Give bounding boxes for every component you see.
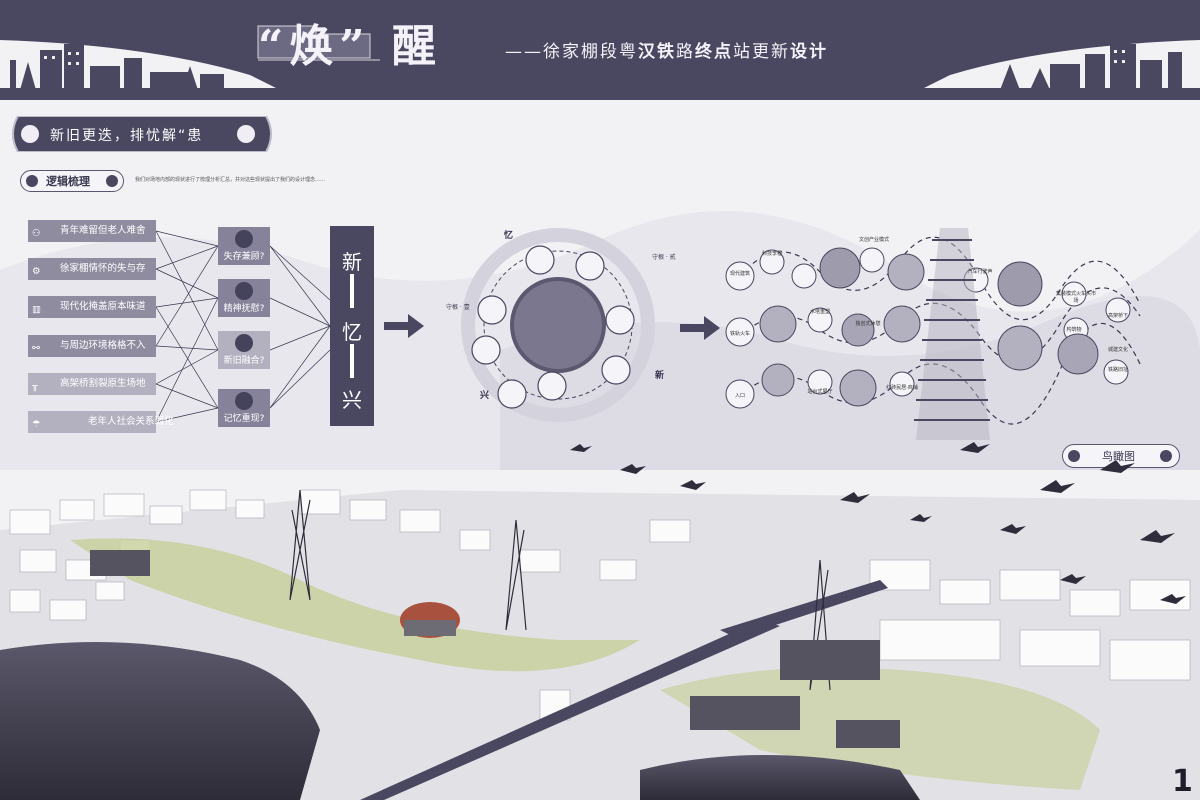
node-label: 集装模式火车头市场: [1056, 291, 1097, 304]
question-box: 新旧融合?: [218, 331, 270, 369]
diagram-label-yi: 忆: [504, 231, 514, 241]
node-label: 城建文化: [1107, 347, 1128, 353]
logic-connectors: [155, 230, 331, 423]
main-title: “焕” 醒: [258, 21, 442, 72]
snowflake-icon: [235, 282, 253, 300]
flower-ornament-icon: [106, 175, 118, 187]
arrow-right-icon: [384, 314, 424, 338]
diagram-label-xin: 新: [655, 371, 665, 381]
arrow-up-icon: [350, 274, 354, 308]
birdseye-label: 鸟瞰图: [1102, 450, 1135, 463]
swirl-icon: [235, 230, 253, 248]
bird-icon: [570, 442, 1186, 604]
node-label: 铁路旧址: [1107, 367, 1128, 373]
swirl-icon: [235, 334, 253, 352]
page-number: 1: [1172, 764, 1193, 799]
issue-item: ▥现代化掩盖原本味道: [28, 296, 156, 318]
flower-ornament-icon: [26, 175, 38, 187]
node-label: 构筑物: [1066, 327, 1082, 333]
node-label: 入口: [734, 393, 745, 399]
city-icon: ▥: [32, 304, 41, 315]
concept-bar: [330, 226, 374, 426]
node-label: 铁轨火车: [729, 331, 750, 337]
birds-flock: [570, 442, 1186, 604]
people-icon: ⚇: [32, 228, 41, 239]
concept-memory: 忆: [342, 320, 362, 344]
node-label: 站台式展厅: [807, 389, 833, 395]
railway-track-icon: [914, 228, 990, 440]
flower-ornament-icon: [1160, 450, 1172, 462]
issue-item: ☂老年人社会关系弱化: [28, 411, 174, 433]
logic-label: 逻辑梳理: [46, 175, 90, 188]
node-label: 高架桥下: [1107, 313, 1128, 319]
section-banner: [12, 116, 272, 152]
arrow-up-icon: [350, 344, 354, 378]
node-label: 独创式休憩: [855, 321, 881, 327]
train-icon: ⚙: [32, 266, 41, 277]
memory-circle-diagram: [461, 228, 655, 422]
bridge-icon: ╥: [32, 381, 38, 392]
design-network-diagram: [725, 228, 1141, 440]
flower-ornament-icon: [1068, 450, 1080, 462]
node-label: 汽车行驶声: [967, 269, 993, 275]
node-label: 红砖民居·商铺: [886, 385, 918, 391]
section-title: 新旧更迭，排忧解“患: [50, 128, 204, 144]
header-banner: [0, 0, 1200, 100]
link-icon: ⚯: [32, 343, 40, 354]
node-label: 现代建筑: [729, 271, 750, 277]
memory-icon: [235, 392, 253, 410]
issue-item: ╥高架桥割裂原生场地: [28, 373, 156, 395]
question-box: 记忆重现?: [218, 389, 270, 427]
diagram-label-xing: 兴: [480, 391, 490, 401]
concept-rise: 兴: [342, 388, 362, 412]
node-label: 科技李程: [761, 251, 782, 257]
issue-item: ⚇青年难留但老人难舍: [28, 220, 156, 242]
subtitle: ——徐家棚段粤汉铁路终点站更新设计: [505, 42, 828, 62]
diagram-left-tag: 守根 · 壹: [446, 304, 470, 311]
issue-item: ⚯与周边环境格格不入: [28, 335, 156, 357]
aerial-view-illustration: [0, 489, 1200, 800]
question-box: 失存兼顾?: [218, 227, 270, 265]
node-label: 文创产业模式: [858, 237, 889, 243]
question-box: 精神抚慰?: [218, 279, 270, 317]
elder-icon: ☂: [32, 419, 41, 430]
concept-new: 新: [342, 250, 362, 274]
logic-label-frame: [20, 170, 124, 192]
node-label: 水塔重塑: [809, 309, 830, 315]
intro-text: 我们对场地内部的现状进行了梳理分析汇总，并对这些现状提出了我们的设计理念……: [135, 177, 326, 183]
issue-item: ⚙徐家棚情怀的失与存: [28, 258, 156, 280]
arrow-right-icon: [680, 316, 720, 340]
diagram-right-tag: 守根 · 贰: [652, 254, 676, 261]
